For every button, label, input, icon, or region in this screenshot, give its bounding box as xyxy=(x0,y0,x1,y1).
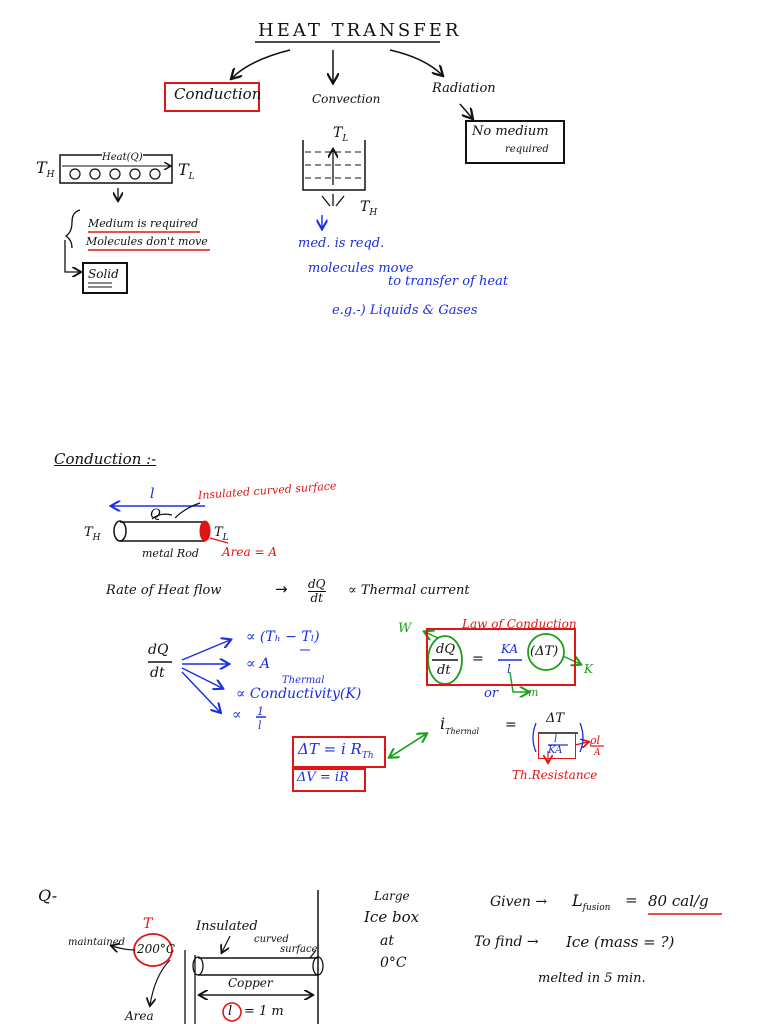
tl-label-1: TL xyxy=(178,160,195,182)
heat-q-label: Heat(Q) xyxy=(102,152,143,163)
frac-l: l xyxy=(554,734,558,745)
m-label: m xyxy=(528,686,539,699)
tl-label-2: TL xyxy=(333,125,349,144)
arrow-to-conduction xyxy=(232,49,291,78)
insulated-q-label: Insulated xyxy=(196,919,258,934)
large-label: Large xyxy=(374,889,410,903)
convection-label: Convection xyxy=(312,92,381,106)
temp-label: 200°C xyxy=(137,942,176,956)
dq-numerator: dQ xyxy=(148,642,169,658)
frac-ka: KA xyxy=(548,745,563,756)
law-dt: dt xyxy=(437,663,451,678)
conduction-label: Conduction xyxy=(174,85,262,103)
section-heading: Conduction :- xyxy=(54,450,157,468)
rho-a: A xyxy=(594,748,601,758)
l-fusion-label: Lfusion xyxy=(572,891,611,913)
maintained-label: maintained xyxy=(68,937,126,948)
page-title: HEAT TRANSFER xyxy=(258,20,462,41)
law-delta-t: (ΔT) xyxy=(530,644,559,659)
dt-eq-box xyxy=(292,736,386,768)
one-label: 1 xyxy=(257,705,264,718)
law-dq: dQ xyxy=(436,642,455,657)
th-resistance-label: Th.Resistance xyxy=(512,768,598,782)
law-label: Law of Conduction xyxy=(462,617,577,631)
or-label: or xyxy=(484,686,499,701)
to-find-label: To find → xyxy=(474,934,539,950)
rod-q-label: Q xyxy=(150,507,161,522)
rod-length-label: l xyxy=(150,486,155,502)
solid-box xyxy=(82,262,128,294)
ice-mass-label: Ice (mass = ?) xyxy=(566,933,675,951)
fusion-value: 80 cal/g xyxy=(648,892,709,910)
no-medium-line1: No medium xyxy=(472,124,549,139)
area-label: Area = A xyxy=(222,545,278,559)
convection-note-1: med. is reqd. xyxy=(298,236,385,251)
thermal-small-label: Thermal xyxy=(282,675,325,686)
thermal-current-text: ∝ Thermal current xyxy=(348,583,470,598)
dv-eq-box xyxy=(292,768,366,792)
melted-label: melted in 5 min. xyxy=(538,971,646,986)
law-ka: KA xyxy=(501,642,519,656)
question-label: Q- xyxy=(38,886,58,905)
k-label: K xyxy=(584,662,593,676)
molecules-dont-move: Molecules don't move xyxy=(86,235,208,248)
solid-label: Solid xyxy=(88,267,119,281)
rod xyxy=(120,521,205,542)
convection-note-4: e.g.-) Liquids & Gases xyxy=(332,303,478,318)
rho-l: ρl xyxy=(590,734,600,747)
copper-label: Copper xyxy=(228,976,273,990)
arrow-to-radiation xyxy=(389,49,442,75)
prop-inverse-length: ∝ xyxy=(232,707,242,723)
no-medium-box xyxy=(465,120,565,164)
area-q-label: Area xyxy=(125,1009,154,1023)
th-label-3: TH xyxy=(84,525,101,543)
radiation-label: Radiation xyxy=(432,81,496,96)
convection-note-3: to transfer of heat xyxy=(388,274,509,289)
ice-box-label: Ice box xyxy=(364,908,420,926)
dt-equation: ΔT = i RTh xyxy=(298,740,374,761)
w-label: W xyxy=(398,621,412,636)
ell-label: l xyxy=(258,719,262,732)
i-thermal: iThermal xyxy=(440,714,480,736)
th-label-2: TH xyxy=(360,199,378,218)
tl-label-3: TL xyxy=(214,525,229,543)
length-value: = 1 m xyxy=(244,1004,284,1019)
convection-note-2: molecules move xyxy=(308,261,414,276)
medium-required: Medium is required xyxy=(88,217,199,230)
given-label: Given → xyxy=(490,894,548,910)
rate-text: Rate of Heat flow xyxy=(106,583,222,598)
at-label: at xyxy=(380,933,394,949)
i-thermal-equals: = xyxy=(505,717,517,733)
surface-label: surface xyxy=(280,944,318,955)
dt-denominator: dt xyxy=(150,665,165,681)
dv-equation: ΔV = iR xyxy=(297,770,349,785)
rate-arrow: → xyxy=(275,580,288,598)
beaker xyxy=(302,140,366,191)
conduction-box xyxy=(164,82,260,112)
metal-rod-label: metal Rod xyxy=(142,547,199,560)
th-label-1: TH xyxy=(36,158,55,180)
t-label: T xyxy=(143,916,153,932)
prop-temp-diff: ∝ (Tₕ − Tₗ) xyxy=(246,629,320,645)
prop-area: ∝ A xyxy=(246,656,271,672)
arrow-to-no-medium xyxy=(459,103,472,118)
resistance-box xyxy=(538,733,576,759)
law-box xyxy=(426,628,576,686)
law-l: l xyxy=(507,662,511,676)
curved-label: curved xyxy=(254,934,289,945)
fusion-equals: = xyxy=(625,891,638,909)
length-label: l xyxy=(228,1004,233,1019)
i-delta-t: ΔT xyxy=(546,711,565,726)
copper-rod xyxy=(198,957,318,976)
law-equals: = xyxy=(472,651,484,667)
no-medium-line2: required xyxy=(505,144,549,155)
prop-conductivity: ∝ Conductivity(K) xyxy=(236,686,362,702)
zero-c-label: 0°C xyxy=(380,955,407,971)
